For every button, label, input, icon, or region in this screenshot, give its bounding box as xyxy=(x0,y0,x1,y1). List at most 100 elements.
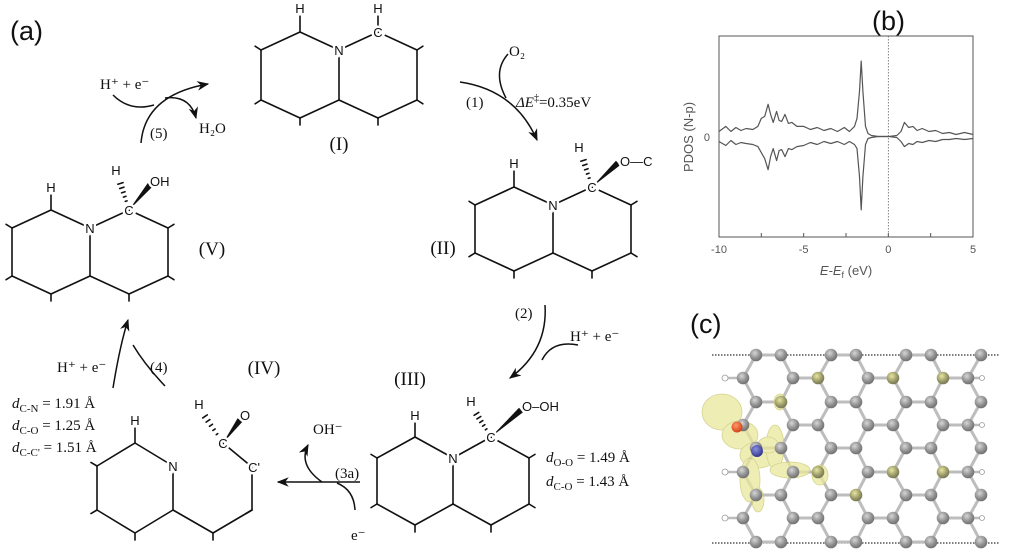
proton-curve-arrow xyxy=(112,94,155,108)
ring-bond xyxy=(513,186,554,206)
species-o2: O₂ xyxy=(509,44,525,60)
distance-subscript: C-O xyxy=(554,481,573,493)
bond-stub xyxy=(468,252,476,258)
bond-stub xyxy=(90,509,98,515)
atom-C-prime: C' xyxy=(248,460,260,475)
panel-label-a: (a) xyxy=(10,16,43,46)
ring-bond xyxy=(89,209,130,229)
carbon-atom xyxy=(924,441,938,455)
ring-bond xyxy=(260,99,301,119)
distance-symbol: d xyxy=(546,474,554,490)
ring-bond xyxy=(377,31,418,51)
bond-stub xyxy=(528,453,536,459)
step-4: H⁺ + e⁻ (4) xyxy=(57,318,168,389)
ring-bond xyxy=(414,436,454,459)
distance-C-N: dC-N = 1.91 Å xyxy=(12,396,95,415)
y-tick-label: 0 xyxy=(704,132,710,144)
carbon-atom xyxy=(886,465,900,479)
carbon-atom xyxy=(824,441,838,455)
carbon-atom xyxy=(736,465,750,479)
carbon-atom xyxy=(961,511,975,525)
bond-stub xyxy=(468,200,476,206)
carbon-atom xyxy=(824,488,838,502)
atom-H: H xyxy=(373,1,382,16)
x-axis-ticks xyxy=(718,233,974,237)
hydroxide-curve-arrow xyxy=(298,443,323,483)
carbon-atom xyxy=(786,418,800,432)
bond-stub xyxy=(370,503,378,509)
step-1: O₂ (1) ΔE‡=0.35eV xyxy=(459,44,591,142)
carbon-atom xyxy=(936,465,950,479)
ring-bond xyxy=(260,31,301,51)
carbon-atom xyxy=(811,418,825,432)
hashed-bond xyxy=(212,428,216,432)
label-I: (I) xyxy=(330,134,349,155)
hashed-bond xyxy=(587,177,591,180)
carbon-atom xyxy=(824,535,838,549)
atom-H: H xyxy=(410,408,419,423)
carbon-atom xyxy=(774,395,788,409)
bond-stub xyxy=(90,461,98,467)
carbon-atom xyxy=(824,395,838,409)
plot-frame xyxy=(718,35,974,238)
ring-bond xyxy=(452,436,492,459)
carbon-atom xyxy=(811,371,825,385)
panel-label-c: (c) xyxy=(690,309,721,339)
hashed-bond xyxy=(478,419,484,424)
wedge-bond xyxy=(223,418,243,443)
ring-bond xyxy=(414,503,454,526)
carbon-atom xyxy=(749,348,763,362)
bond xyxy=(172,509,214,534)
label-V: (V) xyxy=(199,239,225,260)
carbon-atom xyxy=(861,371,875,385)
atom-N: N xyxy=(85,221,94,236)
panel-label-b: (b) xyxy=(872,6,905,36)
hashed-bond xyxy=(122,195,127,198)
carbon-atom xyxy=(961,465,975,479)
hashed-bond xyxy=(580,158,587,163)
hashed-bond xyxy=(218,437,222,440)
ring-bond xyxy=(338,31,379,51)
hydrogen-atom xyxy=(979,469,985,475)
bond-stub xyxy=(5,223,13,229)
carbon-atom xyxy=(849,441,863,455)
distance-value: = 1.91 Å xyxy=(38,396,95,412)
ring-bond xyxy=(50,275,91,295)
hashed-bond xyxy=(585,172,590,175)
hashed-bond xyxy=(473,411,480,417)
ring-bond xyxy=(89,275,130,295)
atom-N: N xyxy=(448,451,457,466)
hashed-bond xyxy=(215,432,219,436)
bond-stub xyxy=(5,275,13,281)
carbon-atom xyxy=(936,371,950,385)
ring-bond xyxy=(50,209,91,229)
atom-O-C: O—C xyxy=(620,154,653,169)
ring-bond xyxy=(552,252,593,272)
hashed-bond xyxy=(476,415,482,420)
species-proton-electron: H⁺ + e⁻ xyxy=(570,329,619,345)
bond-stub xyxy=(245,509,253,515)
atom-C: C xyxy=(124,203,133,218)
atom-H: H xyxy=(111,163,120,178)
series-line-spin-down xyxy=(718,135,974,211)
ring-bond xyxy=(513,252,554,272)
bond-stub xyxy=(416,45,424,51)
y-axis-label: PDOS (N-p) xyxy=(681,102,696,172)
atom-H: H xyxy=(509,156,518,171)
carbon-atom xyxy=(736,511,750,525)
carbon-atom xyxy=(849,488,863,502)
carbon-atom xyxy=(899,535,913,549)
oxygen-atom xyxy=(731,421,743,433)
arrow-step-5 xyxy=(140,81,210,144)
ring-bond xyxy=(96,509,136,534)
atom-C: C xyxy=(587,180,596,195)
carbon-atom xyxy=(924,488,938,502)
barrier-superscript: ‡ xyxy=(534,93,539,104)
ring-bond xyxy=(591,252,632,272)
bond-stub xyxy=(167,223,175,229)
ring-bond xyxy=(376,503,416,526)
carbon-atom xyxy=(749,535,763,549)
carbon-atom xyxy=(886,371,900,385)
distance-subscript: O-O xyxy=(554,457,574,469)
